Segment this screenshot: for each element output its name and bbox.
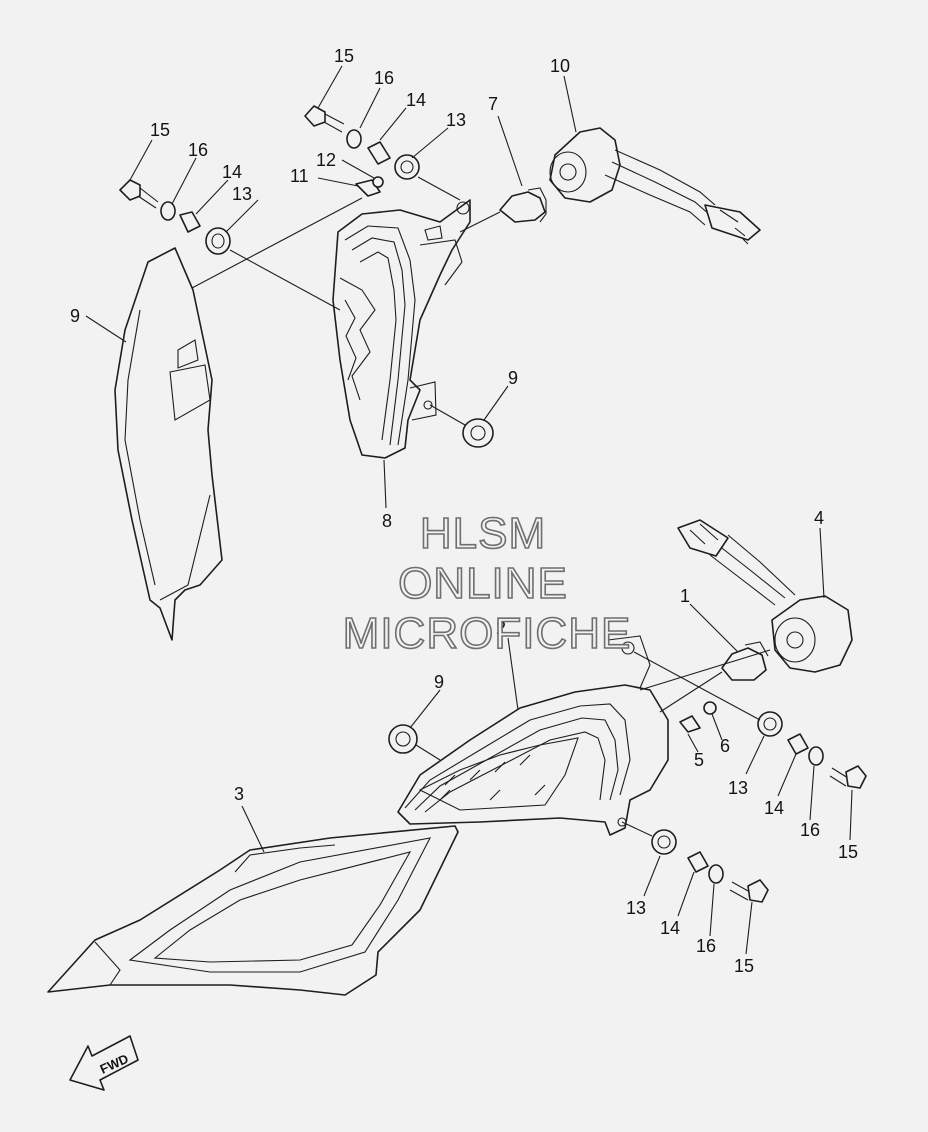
callout-12: 12 xyxy=(316,150,336,170)
callout-2: 2 xyxy=(496,618,506,638)
watermark-line-3: MICROFICHE xyxy=(343,609,632,658)
callout-15: 15 xyxy=(150,120,170,140)
callout-16: 16 xyxy=(696,936,716,956)
hardware-stack-upper-left xyxy=(119,179,231,255)
callout-labels: 1 2 3 4 5 6 7 8 9 9 9 10 11 12 13 13 13 … xyxy=(70,46,858,976)
callout-9: 9 xyxy=(434,672,444,692)
lamp-housing-lower xyxy=(397,635,669,836)
assembly-lines-lower xyxy=(415,649,771,837)
cover-panel-lower xyxy=(47,825,459,996)
leader-lines xyxy=(85,65,853,955)
fwd-arrow-badge: FWD xyxy=(69,1035,139,1091)
callout-14: 14 xyxy=(406,90,426,110)
clip-screw-upper xyxy=(355,176,384,197)
callout-14: 14 xyxy=(222,162,242,182)
bulb-upper xyxy=(499,187,547,223)
callout-16: 16 xyxy=(374,68,394,88)
hardware-stack-lower-bottom xyxy=(651,829,769,903)
watermark-line-2: ONLINE xyxy=(398,559,568,608)
bulb-lower xyxy=(721,641,769,681)
bulb-socket-upper xyxy=(549,127,761,245)
hardware-stack-lower-right xyxy=(757,711,867,789)
clip-screw-lower xyxy=(679,701,717,733)
assembly-lines-upper xyxy=(191,176,501,426)
callout-10: 10 xyxy=(550,56,570,76)
callout-1: 1 xyxy=(680,586,690,606)
callout-13: 13 xyxy=(728,778,748,798)
watermark-line-1: HLSM xyxy=(420,509,546,558)
callout-13: 13 xyxy=(446,110,466,130)
grommet-lower xyxy=(388,724,418,754)
callout-7: 7 xyxy=(488,94,498,114)
callout-3: 3 xyxy=(234,784,244,804)
callout-9: 9 xyxy=(508,368,518,388)
grommet-upper xyxy=(462,418,494,448)
callout-4: 4 xyxy=(814,508,824,528)
callout-11: 11 xyxy=(290,166,309,186)
callout-15: 15 xyxy=(734,956,754,976)
callout-14: 14 xyxy=(764,798,784,818)
callout-16: 16 xyxy=(800,820,820,840)
callout-14: 14 xyxy=(660,918,680,938)
callout-13: 13 xyxy=(232,184,252,204)
callout-9: 9 xyxy=(70,306,80,326)
callout-5: 5 xyxy=(694,750,704,770)
bulb-socket-lower xyxy=(677,519,853,673)
callout-15: 15 xyxy=(334,46,354,66)
callout-6: 6 xyxy=(720,736,730,756)
watermark: HLSM ONLINE MICROFICHE xyxy=(342,508,632,659)
callout-13: 13 xyxy=(626,898,646,918)
callout-16: 16 xyxy=(188,140,208,160)
callout-8: 8 xyxy=(382,511,392,531)
callout-15: 15 xyxy=(838,842,858,862)
cover-panel-upper xyxy=(114,247,223,641)
hardware-stack-upper-center xyxy=(304,105,420,180)
lamp-housing-upper xyxy=(332,199,471,459)
